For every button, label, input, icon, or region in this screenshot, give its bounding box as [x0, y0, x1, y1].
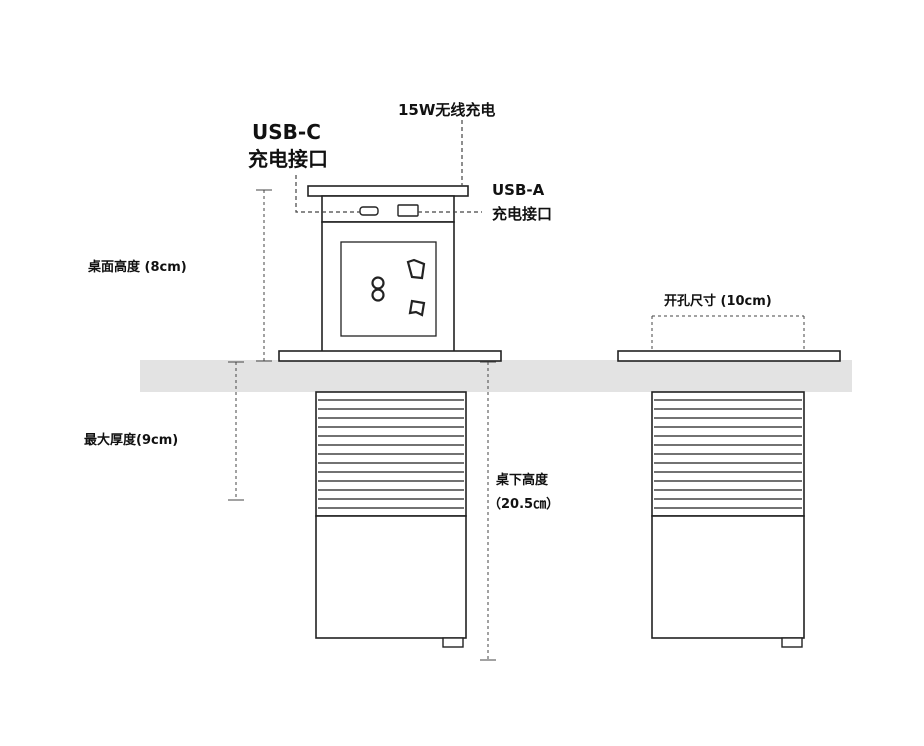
usb-c-label-line1: USB-C — [252, 120, 321, 144]
below-height-label-line2: （20.5㎝） — [488, 496, 559, 512]
socket-icon — [371, 258, 426, 317]
port-strip — [321, 195, 455, 223]
top-lid — [307, 185, 469, 197]
wireless-charging-label: 15W无线充电 — [398, 101, 495, 119]
usb-c-label-line2: 充电接口 — [248, 147, 328, 171]
right-flange — [617, 350, 841, 362]
right-louvers — [654, 399, 802, 509]
left-louvers — [318, 399, 464, 509]
usb-c-leader — [295, 175, 360, 213]
socket-panel — [340, 241, 437, 337]
right-foot — [781, 637, 803, 648]
left-flange — [278, 350, 502, 362]
below-height-label-line1: 桌下高度 — [496, 472, 549, 488]
below-height-dimension — [480, 361, 496, 661]
desktop-height-dimension — [256, 189, 272, 362]
left-lower-body — [315, 515, 467, 639]
usb-c-port — [359, 206, 379, 216]
desk-surface — [140, 360, 852, 392]
hole-size-label: 开孔尺寸 (10cm) — [664, 293, 772, 309]
left-foot — [442, 637, 464, 648]
max-thickness-label: 最大厚度(9cm) — [84, 432, 178, 448]
right-lower-body — [651, 515, 805, 639]
desktop-height-label: 桌面高度 (8cm) — [88, 259, 187, 275]
usb-a-port — [397, 204, 419, 217]
left-unit — [278, 185, 502, 648]
usb-a-label-line2: 充电接口 — [492, 205, 552, 223]
hole-size-dimension — [651, 315, 805, 351]
usb-a-label-line1: USB-A — [492, 181, 545, 199]
max-thickness-dimension — [228, 361, 244, 501]
right-unit — [617, 350, 841, 648]
